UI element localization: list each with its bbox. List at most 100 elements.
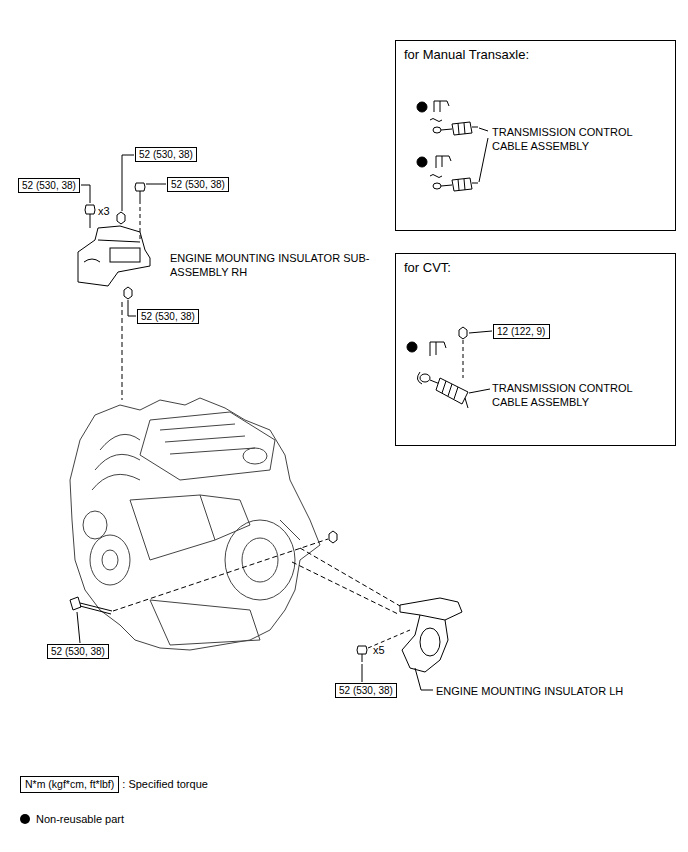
- cvt-cable-parts: [469, 389, 490, 393]
- rh-insulator: [140, 200, 141, 240]
- quantity-label: x5: [373, 643, 385, 657]
- rh-insulator: [128, 300, 136, 316]
- engine-illustration: [150, 600, 260, 645]
- manual-cable-parts: [417, 157, 427, 167]
- lh-insulator: [420, 628, 440, 656]
- manual-cable-parts: [417, 101, 488, 191]
- rh-insulator: [84, 259, 100, 262]
- rh-insulator: [78, 155, 166, 400]
- manual-cable-parts: [434, 101, 449, 112]
- engine-illustration: [225, 520, 295, 600]
- cvt-cable-parts: [442, 381, 446, 393]
- engine-illustration: [130, 495, 215, 560]
- cvt-cable-parts: [420, 374, 430, 382]
- cvt-cable-parts: [459, 327, 467, 339]
- engine-illustration: [140, 412, 275, 480]
- engine-illustration: [280, 520, 300, 540]
- manual-cable-parts: [464, 179, 465, 190]
- lh-insulator: [77, 612, 80, 643]
- torque-box: 52 (530, 38): [335, 683, 397, 698]
- rh-insulator: [85, 205, 95, 214]
- legend-text: Non-reusable part: [36, 813, 124, 825]
- rh-insulator: [90, 214, 91, 228]
- torque-value: 52 (530, 38): [22, 180, 76, 191]
- manual-cable-parts: [433, 183, 441, 189]
- lh-insulator: [362, 654, 363, 662]
- lh-insulator: [113, 539, 328, 611]
- cvt-cable-parts: [454, 387, 458, 399]
- torque-box: 52 (530, 38): [18, 178, 80, 193]
- engine-illustration: [160, 424, 255, 454]
- engine-illustration: [102, 550, 118, 570]
- part-name: ENGINE MOUNTING INSULATOR LH: [436, 684, 623, 698]
- cvt-cable-parts: [436, 342, 437, 355]
- rh-insulator: [117, 212, 125, 224]
- unit-legend: N*m (kgf*cm, ft*lbf): Specified torque: [20, 774, 208, 793]
- quantity-label: x3: [98, 204, 110, 218]
- torque-value: 52 (530, 38): [51, 646, 105, 657]
- panel-heading: for Manual Transaxle:: [404, 47, 667, 63]
- torque-value: 52 (530, 38): [139, 149, 193, 160]
- engine-illustration: [329, 531, 337, 543]
- manual-cable-parts: [464, 123, 465, 134]
- lh-insulator: [357, 646, 367, 654]
- cvt-cable-parts: [436, 378, 468, 404]
- rh-insulator: [124, 287, 132, 299]
- manual-cable-parts: [436, 156, 451, 168]
- manual-cable-parts: [479, 138, 488, 182]
- rh-insulator: [98, 240, 140, 242]
- rh-insulator: [122, 155, 134, 211]
- lh-insulator: [400, 598, 462, 672]
- cvt-cable-parts: [463, 340, 464, 378]
- manual-cable-parts: [452, 122, 472, 135]
- manual-cable-parts: [472, 183, 478, 184]
- manual-cable-parts: [452, 178, 472, 191]
- cvt-cable-parts: [430, 342, 446, 356]
- engine-illustration: [70, 398, 320, 650]
- rh-insulator: [78, 226, 150, 286]
- manual-cable-parts: [458, 179, 459, 190]
- lh-insulator: [80, 606, 111, 614]
- manual-cable-parts: [458, 123, 459, 134]
- rh-insulator: [135, 183, 145, 191]
- manual-cable-parts: [442, 156, 443, 167]
- engine-illustration: [92, 434, 140, 490]
- manual-cable-parts: [433, 127, 441, 133]
- torque-value: 52 (530, 38): [171, 179, 225, 190]
- torque-value: 52 (530, 38): [141, 311, 195, 322]
- non-reusable-mark: [20, 814, 30, 824]
- manual-cable-parts: [441, 129, 452, 130]
- engine-illustration: [243, 448, 267, 464]
- unit-note: : Specified torque: [122, 777, 208, 792]
- torque-box: 52 (530, 38): [47, 644, 109, 659]
- manual-cable-parts: [441, 185, 452, 186]
- manual-cable-parts: [440, 101, 441, 112]
- manual-cable-parts: [430, 175, 442, 178]
- rh-insulator: [140, 191, 141, 200]
- torque-value: 52 (530, 38): [339, 685, 393, 696]
- lh-insulator: [300, 548, 400, 606]
- engine-illustration: [70, 398, 337, 650]
- cvt-cable-parts: [407, 327, 492, 408]
- engine-illustration: [90, 535, 130, 585]
- engine-illustration: [200, 495, 250, 540]
- torque-box: 52 (530, 38): [167, 177, 229, 192]
- torque-box: 12 (122, 9): [493, 324, 550, 339]
- part-name: TRANSMISSION CONTROL CABLE ASSEMBLY: [492, 125, 662, 153]
- cvt-cable-parts: [469, 331, 492, 333]
- cvt-cable-parts: [448, 384, 452, 396]
- unit-box: N*m (kgf*cm, ft*lbf): [20, 776, 119, 793]
- panel-heading: for CVT:: [404, 260, 667, 276]
- lh-insulator: [70, 597, 81, 610]
- rh-insulator: [146, 184, 166, 185]
- part-name: ENGINE MOUNTING INSULATOR SUB-ASSEMBLY R…: [170, 251, 375, 279]
- manual-cable-parts: [417, 102, 427, 112]
- rh-insulator: [81, 185, 90, 203]
- lh-insulator: [292, 562, 398, 614]
- torque-box: 52 (530, 38): [135, 147, 197, 162]
- lh-insulator: [362, 664, 363, 682]
- part-name: TRANSMISSION CONTROL CABLE ASSEMBLY: [492, 381, 662, 409]
- lh-insulator: [70, 539, 462, 690]
- cvt-cable-parts: [407, 342, 417, 352]
